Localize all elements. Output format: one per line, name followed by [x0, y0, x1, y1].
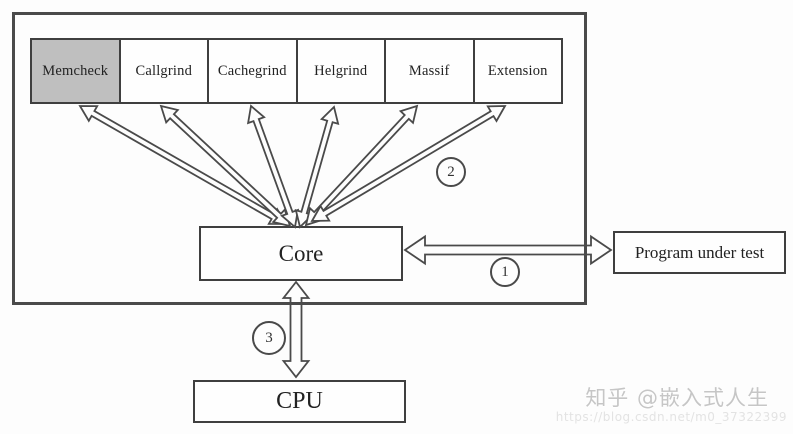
- step-badge-1: 1: [490, 257, 520, 287]
- tool-box-callgrind: Callgrind: [118, 38, 209, 104]
- tool-box-memcheck: Memcheck: [30, 38, 121, 104]
- tool-box-massif: Massif: [384, 38, 475, 104]
- core-box: Core: [199, 226, 403, 281]
- program-under-test-box: Program under test: [613, 231, 786, 274]
- tool-box-extension: Extension: [472, 38, 563, 104]
- step-badge-3: 3: [252, 321, 286, 355]
- tool-row: Memcheck Callgrind Cachegrind Helgrind M…: [30, 38, 563, 104]
- step-badge-2: 2: [436, 157, 466, 187]
- watermark-url: https://blog.csdn.net/m0_37322399: [555, 410, 787, 424]
- tool-box-cachegrind: Cachegrind: [207, 38, 298, 104]
- watermark-brand: 知乎 @嵌入式人生: [585, 386, 769, 410]
- tool-box-helgrind: Helgrind: [295, 38, 386, 104]
- cpu-box: CPU: [193, 380, 406, 423]
